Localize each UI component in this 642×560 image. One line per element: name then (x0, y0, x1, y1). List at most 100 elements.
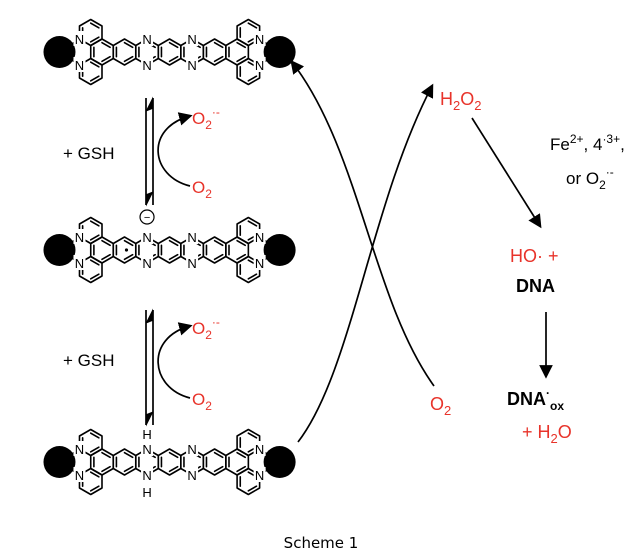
atom-n-bg (141, 229, 154, 244)
double-bond (101, 451, 111, 459)
atom-nh: N (142, 468, 151, 483)
double-bond (236, 41, 247, 49)
double-bond (213, 465, 224, 473)
curved-arrow-o2-1 (157, 112, 193, 187)
double-bond (247, 432, 258, 439)
atom-n: N (187, 32, 196, 47)
atom-n: N (142, 256, 151, 271)
negative-charge-sign: − (144, 212, 150, 224)
double-bond (213, 253, 224, 261)
scheme-caption: Scheme 1 (284, 534, 359, 552)
atom-n-bg (253, 229, 266, 244)
atom-n: N (187, 230, 196, 245)
radical-dot (124, 248, 129, 252)
double-bond (101, 239, 111, 247)
arrow-reduced-to-h2o2 (297, 83, 434, 443)
double-bond (89, 220, 100, 227)
double-bond (123, 41, 134, 49)
double-bond (236, 451, 247, 459)
atom-n: N (142, 58, 151, 73)
atom-n-bg (73, 57, 86, 72)
double-bond (123, 55, 134, 63)
superoxide-label-2: O2·- (192, 315, 220, 342)
double-bond (123, 451, 134, 459)
double-bond (89, 22, 100, 29)
double-bond (123, 465, 134, 473)
atom-n: N (187, 256, 196, 271)
double-bond (89, 446, 100, 453)
atom-n: N (142, 230, 151, 245)
double-bond (236, 239, 247, 247)
arrow-h2o2-to-hydroxyl (471, 117, 542, 229)
double-bond (89, 471, 100, 478)
ring-right-0 (236, 428, 261, 457)
atom-n-bg (253, 31, 266, 46)
double-bond (89, 36, 100, 43)
oxygen-label-1: O2 (192, 178, 212, 201)
ring-left-0 (78, 216, 103, 245)
double-bond (247, 485, 258, 492)
equilibrium-arrow-1 (145, 96, 154, 207)
ring-left-0 (78, 428, 103, 457)
double-bond (213, 41, 224, 49)
ring-left-0 (78, 18, 103, 47)
negative-charge (139, 209, 155, 225)
atom-h: H (142, 427, 151, 442)
h2o2-label: H2O2 (440, 89, 481, 113)
double-bond (101, 55, 111, 63)
atom-n: N (187, 468, 196, 483)
atom-n-bg (73, 441, 86, 456)
water-label: + H2O (522, 422, 572, 446)
double-bond (213, 239, 224, 247)
atom-h: H (142, 485, 151, 500)
double-bond (168, 465, 179, 473)
arrow-o2-to-oxidized (290, 59, 435, 387)
hydroxyl-label: HO· + (510, 246, 559, 266)
atom-n: N (75, 58, 84, 73)
reagent-gsh-2: + GSH (63, 351, 115, 370)
atom-n: N (255, 32, 264, 47)
atom-n: N (75, 468, 84, 483)
reagent-gsh-1: + GSH (63, 144, 115, 163)
atom-n: N (255, 58, 264, 73)
ring-right-0 (236, 216, 261, 245)
atom-n-bg (186, 229, 199, 244)
double-bond (236, 465, 247, 473)
double-bond (236, 55, 247, 63)
double-bond (101, 41, 111, 49)
double-bond (247, 220, 258, 227)
double-bond (168, 41, 179, 49)
atom-n-bg (253, 57, 266, 72)
double-bond (101, 465, 111, 473)
oxygen-label-2: O2 (192, 390, 212, 413)
oxygen-label-3: O2 (430, 394, 451, 418)
atom-nh: N (142, 442, 151, 457)
conditions-line-2: or O2·- (566, 165, 614, 192)
double-bond (123, 239, 134, 247)
atom-n: N (187, 58, 196, 73)
atom-n: N (187, 442, 196, 457)
conditions-line-1: Fe2+, 4·3+, (550, 132, 625, 154)
curved-arrow-o2-2 (157, 322, 193, 399)
double-bond (247, 75, 258, 82)
double-bond (123, 253, 134, 261)
equilibrium-arrow-2 (145, 308, 154, 427)
atom-n-bg (141, 57, 154, 72)
atom-n: N (255, 256, 264, 271)
atom-n: N (75, 256, 84, 271)
double-bond (247, 273, 258, 280)
double-bond (247, 22, 258, 29)
dna-label: DNA (516, 276, 555, 296)
double-bond (213, 55, 224, 63)
double-bond (168, 55, 179, 63)
double-bond (89, 234, 100, 241)
atom-n-bg (186, 31, 199, 46)
dna-oxidized-label: DNA·ox (507, 386, 564, 413)
atom-n-bg (253, 441, 266, 456)
atom-n-bg (186, 255, 199, 270)
double-bond (89, 273, 100, 280)
double-bond (236, 253, 247, 261)
